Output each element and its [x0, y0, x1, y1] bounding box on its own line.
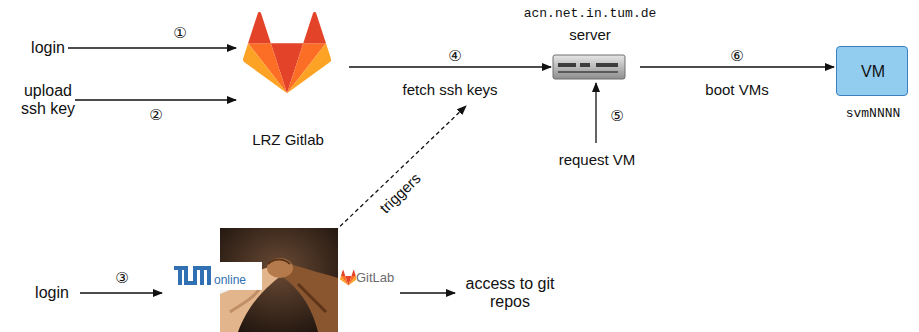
meme-node: onlineGitLab — [220, 228, 338, 332]
input-label: request VM — [559, 151, 636, 168]
vm-box: VMsvmNNNN — [836, 46, 908, 96]
gitlab-small-logo — [340, 270, 357, 285]
input-label: login — [31, 39, 65, 57]
tum-logo — [170, 262, 262, 290]
host-name: acn.net.in.tum.de — [524, 7, 657, 22]
callout-number: ③ — [115, 270, 128, 287]
node-label: server — [569, 26, 611, 43]
callout-number: ⑥ — [730, 48, 743, 65]
server-node: acn.net.in.tum.deserver — [553, 55, 625, 79]
edge-label: boot VMs — [703, 81, 770, 98]
input-label: upload ssh key — [16, 82, 80, 119]
node-label: LRZ Gitlab — [252, 131, 324, 148]
callout-number: ① — [173, 25, 186, 42]
trigger-label: triggers — [376, 169, 424, 216]
callout-number: ② — [149, 107, 162, 124]
input-label: login — [35, 284, 69, 302]
callout-number: ⑤ — [610, 108, 623, 125]
vm-name: svmNNNN — [846, 107, 901, 122]
gitlab-node: LRZ Gitlab — [243, 12, 331, 94]
server-icon — [553, 55, 625, 79]
connector-arrow — [349, 66, 551, 67]
node-label: VM — [861, 63, 885, 81]
gitlab-logo — [243, 12, 331, 93]
edge-label: fetch ssh keys — [400, 81, 499, 98]
callout-number: ④ — [448, 48, 461, 65]
connector-arrow — [640, 66, 834, 67]
logo-text: GitLab — [356, 271, 394, 286]
logo-text: online — [214, 274, 246, 288]
output-label: access to git repos — [460, 275, 560, 312]
